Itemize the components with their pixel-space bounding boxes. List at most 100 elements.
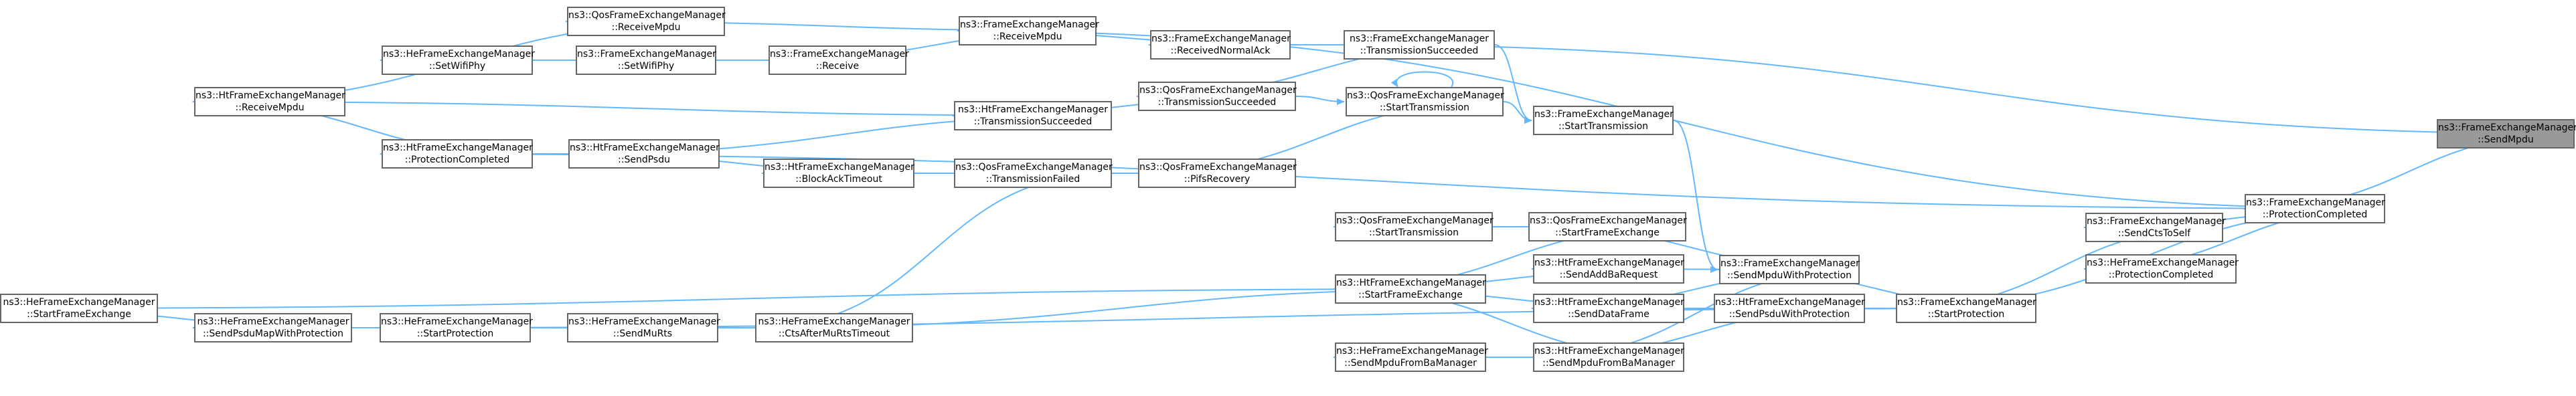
node-htfem-sendpsdu[interactable]: ns3::HtFrameExchangeManager::SendPsdu <box>568 139 720 169</box>
node-qfem-pifsrecovery[interactable]: ns3::QosFrameExchangeManager::PifsRecove… <box>1138 159 1297 188</box>
node-class-label: ns3::FrameExchangeManager <box>1151 33 1291 44</box>
node-method-label: ::StartFrameExchange <box>27 309 131 320</box>
node-fem-transmissionsucceeded[interactable]: ns3::FrameExchangeManager::TransmissionS… <box>1344 30 1495 60</box>
node-method-label: ::SendPsduMapWithProtection <box>202 328 344 339</box>
node-fem-receivempdu[interactable]: ns3::FrameExchangeManager::ReceiveMpdu <box>959 16 1099 45</box>
node-method-label: ::StartFrameExchange <box>1555 227 1660 238</box>
node-method-label: ::CtsAfterMuRtsTimeout <box>778 328 890 339</box>
node-class-label: ns3::HtFrameExchangeManager <box>764 162 914 173</box>
node-fem-receivednormalack[interactable]: ns3::FrameExchangeManager::ReceivedNorma… <box>1150 30 1291 60</box>
node-class-label: ns3::FrameExchangeManager <box>1534 109 1674 120</box>
node-fem-startprotection[interactable]: ns3::FrameExchangeManager::StartProtecti… <box>1896 294 2036 323</box>
node-fem-starttransmission[interactable]: ns3::FrameExchangeManager::StartTransmis… <box>1533 106 1674 135</box>
node-fem-sendctstoself[interactable]: ns3::FrameExchangeManager::SendCtsToSelf <box>2085 213 2226 242</box>
node-hefem-protectioncompleted[interactable]: ns3::HeFrameExchangeManager::ProtectionC… <box>2085 254 2239 284</box>
node-htfem-receivempdu[interactable]: ns3::HtFrameExchangeManager::ReceiveMpdu <box>194 87 345 116</box>
node-method-label: ::TransmissionSucceeded <box>1157 97 1277 108</box>
node-qfem-starttransmission[interactable]: ns3::QosFrameExchangeManager::StartTrans… <box>1346 87 1504 116</box>
node-class-label: ns3::QosFrameExchangeManager <box>1336 215 1494 226</box>
node-method-label: ::PifsRecovery <box>1184 174 1251 185</box>
node-method-label: ::SendPsduWithProtection <box>1728 309 1850 320</box>
node-htfem-sendaddbarequest[interactable]: ns3::HtFrameExchangeManager::SendAddBaRe… <box>1533 254 1684 284</box>
node-method-label: ::BlockAckTimeout <box>795 174 882 185</box>
node-method-label: ::ReceiveMpdu <box>235 102 305 113</box>
node-htfem-startframeexchange[interactable]: ns3::HtFrameExchangeManager::StartFrameE… <box>1335 274 1486 304</box>
node-hefem-startframeexchange[interactable]: ns3::HeFrameExchangeManager::StartFrameE… <box>0 294 158 323</box>
node-method-label: ::SendCtsToSelf <box>2117 228 2191 239</box>
node-class-label: ns3::FrameExchangeManager <box>770 49 909 60</box>
edge-fem-starttransmission-to-qfem-starttransmission <box>1503 101 1532 124</box>
node-method-label: ::SetWifiPhy <box>428 61 486 72</box>
node-class-label: ns3::HeFrameExchangeManager <box>758 316 910 327</box>
node-class-label: ns3::HtFrameExchangeManager <box>1534 297 1684 308</box>
node-qfem-receivempdu[interactable]: ns3::QosFrameExchangeManager::ReceiveMpd… <box>567 7 726 36</box>
node-method-label: ::Receive <box>815 61 860 72</box>
node-htfem-protectioncompleted[interactable]: ns3::HtFrameExchangeManager::ProtectionC… <box>382 139 533 169</box>
node-class-label: ns3::HtFrameExchangeManager <box>570 142 720 153</box>
node-class-label: ns3::HeFrameExchangeManager <box>3 297 155 308</box>
node-fem-sendmpduwithprotection[interactable]: ns3::FrameExchangeManager::SendMpduWithP… <box>1719 255 1860 284</box>
node-class-label: ns3::FrameExchangeManager <box>1720 258 1860 269</box>
node-qfem-transmissionfailed[interactable]: ns3::QosFrameExchangeManager::Transmissi… <box>954 159 1113 188</box>
node-method-label: ::StartFrameExchange <box>1358 290 1463 300</box>
node-class-label: ns3::HtFrameExchangeManager <box>383 142 533 153</box>
node-htfem-senddataframe[interactable]: ns3::HtFrameExchangeManager::SendDataFra… <box>1533 294 1684 323</box>
node-class-label: ns3::FrameExchangeManager <box>577 49 716 60</box>
node-class-label: ns3::FrameExchangeManager <box>2438 122 2576 133</box>
node-hefem-ctsaftermurtstimeout[interactable]: ns3::HeFrameExchangeManager::CtsAfterMuR… <box>755 313 913 342</box>
node-class-label: ns3::HeFrameExchangeManager <box>1336 346 1489 357</box>
node-hefem-setwifiphy[interactable]: ns3::HeFrameExchangeManager::SetWifiPhy <box>382 45 536 75</box>
node-method-label: ::StartTransmission <box>1558 121 1649 132</box>
node-method-label: ::ReceiveMpdu <box>993 31 1062 42</box>
node-method-label: ::ProtectionCompleted <box>404 155 510 165</box>
node-method-label: ::TransmissionSucceeded <box>1360 45 1479 56</box>
node-htfem-sendpsduwithprotection[interactable]: ns3::HtFrameExchangeManager::SendPsduWit… <box>1714 294 1865 323</box>
edge-fem-transmissionsucceeded-to-fem-sendmpdu <box>1342 41 2575 134</box>
node-hefem-sendpsdumapwithprotection[interactable]: ns3::HeFrameExchangeManager::SendPsduMap… <box>194 313 352 342</box>
node-method-label: ::SendDataFrame <box>1568 309 1649 320</box>
node-method-label: ::ProtectionCompleted <box>2108 270 2214 280</box>
node-fem-sendmpdu[interactable]: ns3::FrameExchangeManager::SendMpdu <box>2437 119 2576 148</box>
node-class-label: ns3::FrameExchangeManager <box>2087 216 2226 227</box>
node-method-label: ::SendMuRts <box>613 328 673 339</box>
node-class-label: ns3::HeFrameExchangeManager <box>2087 258 2239 268</box>
node-hefem-startprotection[interactable]: ns3::HeFrameExchangeManager::StartProtec… <box>380 313 534 342</box>
node-method-label: ::ProtectionCompleted <box>2262 209 2368 220</box>
node-method-label: ::StartProtection <box>1927 309 2005 320</box>
node-method-label: ::SendMpduFromBaManager <box>1344 358 1477 369</box>
node-class-label: ns3::HeFrameExchangeManager <box>568 316 721 327</box>
node-fem-setwifiphy[interactable]: ns3::FrameExchangeManager::SetWifiPhy <box>576 45 716 75</box>
node-hefem-sendmpdufrombamanager[interactable]: ns3::HeFrameExchangeManager::SendMpduFro… <box>1335 342 1489 372</box>
node-class-label: ns3::HeFrameExchangeManager <box>197 316 349 327</box>
edge-qfem-starttransmission-to-qfem-starttransmission <box>1390 71 1454 88</box>
node-method-label: ::StartTransmission <box>1368 227 1459 238</box>
node-class-label: ns3::QosFrameExchangeManager <box>955 162 1113 173</box>
node-class-label: ns3::HeFrameExchangeManager <box>381 316 534 327</box>
node-method-label: ::SendAddBaRequest <box>1559 270 1658 280</box>
node-method-label: ::SendPsdu <box>618 155 670 165</box>
node-hefem-sendmurts[interactable]: ns3::HeFrameExchangeManager::SendMuRts <box>567 313 721 342</box>
node-fem-protectioncompleted[interactable]: ns3::FrameExchangeManager::ProtectionCom… <box>2245 194 2385 223</box>
node-htfem-transmissionsucceeded[interactable]: ns3::HtFrameExchangeManager::Transmissio… <box>954 101 1112 130</box>
node-class-label: ns3::QosFrameExchangeManager <box>1139 162 1297 173</box>
node-qfem-starttransmission-2[interactable]: ns3::QosFrameExchangeManager::StartTrans… <box>1335 212 1494 241</box>
node-qfem-startframeexchange[interactable]: ns3::QosFrameExchangeManager::StartFrame… <box>1528 212 1687 241</box>
node-method-label: ::ReceivedNormalAck <box>1170 45 1271 56</box>
node-class-label: ns3::HeFrameExchangeManager <box>383 49 536 60</box>
node-method-label: ::SendMpdu <box>2478 134 2534 145</box>
node-class-label: ns3::FrameExchangeManager <box>1350 33 1489 44</box>
edge-qfem-starttransmission-to-qfem-transmissionsucceeded <box>1295 96 1345 105</box>
node-qfem-transmissionsucceeded[interactable]: ns3::QosFrameExchangeManager::Transmissi… <box>1138 82 1297 111</box>
node-class-label: ns3::HtFrameExchangeManager <box>958 104 1108 115</box>
node-class-label: ns3::HtFrameExchangeManager <box>1715 297 1865 308</box>
node-htfem-blockacktimeout[interactable]: ns3::HtFrameExchangeManager::BlockAckTim… <box>763 159 914 188</box>
node-class-label: ns3::FrameExchangeManager <box>1897 297 2036 308</box>
node-fem-receive[interactable]: ns3::FrameExchangeManager::Receive <box>769 45 909 75</box>
node-htfem-sendmpdufrombamanager[interactable]: ns3::HtFrameExchangeManager::SendMpduFro… <box>1533 342 1684 372</box>
node-method-label: ::SendMpduWithProtection <box>1726 270 1852 281</box>
node-class-label: ns3::HtFrameExchangeManager <box>1534 258 1684 268</box>
node-method-label: ::SendMpduFromBaManager <box>1542 358 1675 369</box>
edge-fem-sendmpduwithprotection-to-fem-starttransmission <box>1673 120 1718 273</box>
node-method-label: ::TransmissionFailed <box>985 174 1080 185</box>
node-class-label: ns3::HtFrameExchangeManager <box>1336 278 1486 288</box>
